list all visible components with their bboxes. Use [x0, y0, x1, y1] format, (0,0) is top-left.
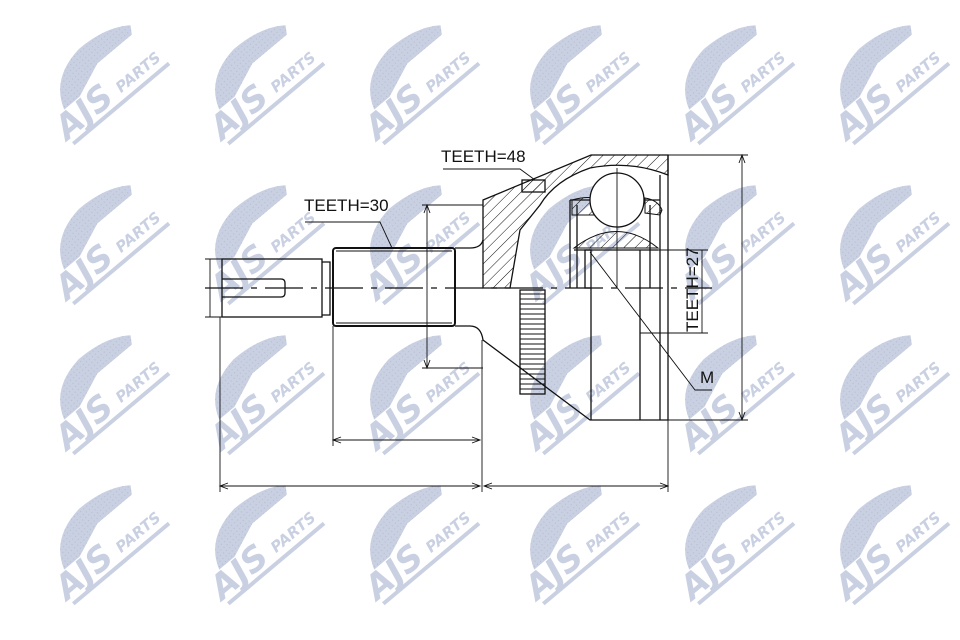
svg-text:AJS: AJS: [355, 387, 432, 460]
svg-text:AJS: AJS: [825, 387, 902, 460]
svg-text:AJS: AJS: [670, 387, 747, 460]
svg-text:AJS: AJS: [670, 237, 747, 310]
cv-joint-part: TEETH=48 TEETH=30 TEETH=27 M: [205, 147, 748, 492]
teeth-27-label: TEETH=27: [683, 247, 702, 332]
teeth-30-label: TEETH=30: [304, 196, 389, 215]
leader-thread: [589, 251, 712, 391]
svg-text:AJS: AJS: [45, 77, 122, 150]
svg-text:AJS: AJS: [515, 77, 592, 150]
watermark-layer: AJSPARTSAJSPARTSAJSPARTSAJSPARTSAJSPARTS…: [45, 25, 951, 610]
abs-ring: [519, 289, 546, 395]
shaft-spline: [332, 247, 456, 327]
svg-text:AJS: AJS: [355, 77, 432, 150]
svg-text:AJS: AJS: [200, 537, 277, 610]
svg-text:AJS: AJS: [825, 537, 902, 610]
shaft-neck: [322, 261, 331, 316]
thread-label: M: [700, 368, 714, 387]
teeth-48-label: TEETH=48: [441, 147, 526, 166]
leader-teeth-48: [443, 168, 536, 181]
svg-text:AJS: AJS: [355, 537, 432, 610]
svg-text:AJS: AJS: [200, 77, 277, 150]
svg-text:AJS: AJS: [670, 537, 747, 610]
svg-text:AJS: AJS: [825, 237, 902, 310]
dimension-lines: [205, 153, 748, 492]
svg-text:AJS: AJS: [45, 537, 122, 610]
svg-text:AJS: AJS: [45, 237, 122, 310]
leader-teeth-30: [305, 221, 393, 249]
shaft-slot: [222, 278, 286, 298]
svg-text:AJS: AJS: [45, 387, 122, 460]
inner-race-section: [572, 231, 660, 249]
svg-text:AJS: AJS: [825, 77, 902, 150]
shaft-stub: [221, 258, 323, 318]
svg-text:AJS: AJS: [515, 537, 592, 610]
svg-text:AJS: AJS: [200, 387, 277, 460]
boot-stud: [521, 179, 546, 193]
svg-text:AJS: AJS: [670, 77, 747, 150]
svg-text:AJS: AJS: [200, 237, 277, 310]
svg-text:AJS: AJS: [515, 387, 592, 460]
